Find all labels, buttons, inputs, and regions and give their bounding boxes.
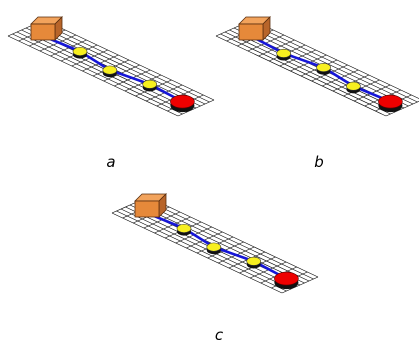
yellow-disc-icon xyxy=(102,65,118,78)
caption-b: b xyxy=(314,153,324,171)
red-disc-icon xyxy=(170,94,195,113)
orange-box-icon xyxy=(134,193,167,218)
grid-line xyxy=(177,99,215,117)
yellow-disc-icon xyxy=(142,79,158,92)
yellow-disc-icon xyxy=(246,256,262,269)
grid-line xyxy=(311,64,348,82)
yellow-disc-icon xyxy=(72,46,88,59)
red-disc-icon xyxy=(378,94,403,113)
orange-box-icon xyxy=(30,16,63,41)
panel-c xyxy=(111,193,319,294)
grid-line xyxy=(385,101,419,117)
orange-box-icon xyxy=(238,16,271,41)
grid-line xyxy=(343,79,380,97)
panel-a xyxy=(7,16,215,117)
grid-line xyxy=(281,276,319,294)
yellow-disc-icon xyxy=(346,81,361,94)
yellow-disc-icon xyxy=(176,223,192,236)
red-disc-icon xyxy=(274,271,299,290)
panel-b xyxy=(215,16,419,117)
yellow-disc-icon xyxy=(316,63,331,75)
yellow-disc-icon xyxy=(206,242,222,255)
grid-line xyxy=(258,39,295,57)
yellow-disc-icon xyxy=(276,48,291,61)
caption-c: c xyxy=(215,326,224,344)
caption-a: a xyxy=(106,153,115,171)
